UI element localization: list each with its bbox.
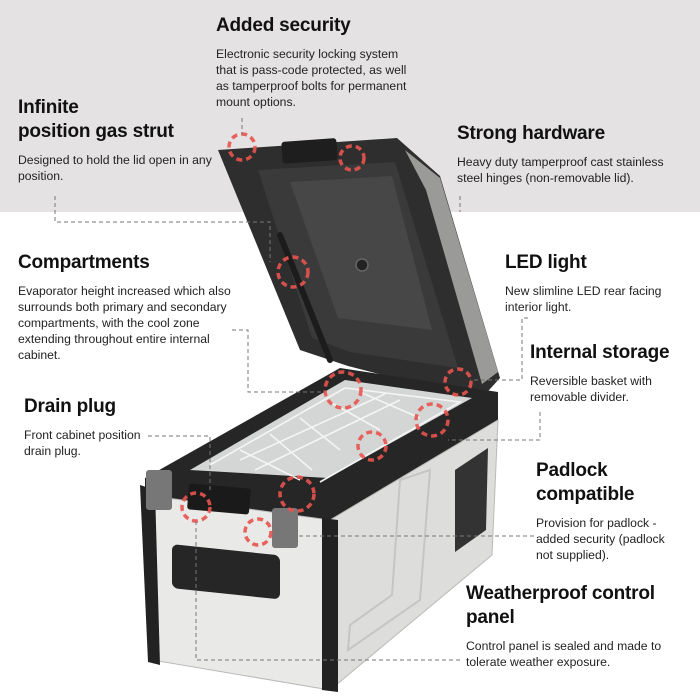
marker-panel [278, 475, 316, 513]
callout-control-panel: Weatherproof control panel Control panel… [466, 582, 696, 670]
marker-basket [356, 430, 388, 462]
marker-led [443, 367, 473, 397]
lid-screw [355, 258, 369, 272]
marker-storage [414, 402, 450, 438]
corner-post-mid [322, 518, 338, 692]
leader-gas-strut [54, 196, 271, 262]
callout-gas-strut: Infinite position gas strut Designed to … [18, 96, 248, 184]
callout-title: Weatherproof control panel [466, 583, 655, 628]
marker-compartments [323, 370, 363, 410]
callout-added-security: Added security Electronic security locki… [216, 14, 446, 110]
callout-desc: Evaporator height increased which also s… [18, 284, 231, 362]
callout-desc: Control panel is sealed and made to tole… [466, 639, 662, 669]
latch-left [146, 470, 172, 510]
callout-title: LED light [505, 252, 587, 273]
leader-drain [148, 435, 211, 492]
callout-title: Internal storage [530, 342, 670, 363]
side-emboss [346, 468, 432, 653]
marker-gas-strut [276, 255, 310, 289]
callout-title: Drain plug [24, 396, 116, 417]
leader-panel [195, 520, 460, 661]
leader-lines [54, 118, 541, 661]
callout-title: Strong hardware [457, 123, 605, 144]
callout-title: Compartments [18, 252, 150, 273]
callout-drain-plug: Drain plug Front cabinet position drain … [24, 395, 174, 459]
callout-desc: Reversible basket with removable divider… [530, 374, 652, 404]
gas-strut [277, 232, 333, 363]
callout-desc: Heavy duty tamperproof cast stainless st… [457, 155, 664, 185]
control-panel [187, 483, 251, 515]
front-handle [172, 544, 280, 599]
callout-internal-storage: Internal storage Reversible basket with … [530, 341, 698, 405]
basket [209, 387, 463, 483]
callout-led-light: LED light New slimline LED rear facing i… [505, 251, 695, 315]
corner-post-left [140, 485, 160, 665]
callout-desc: Provision for padlock - added security (… [536, 516, 665, 562]
latch-right [272, 508, 298, 548]
lid-panel [290, 176, 432, 330]
leader-compartments [232, 329, 325, 393]
callout-title: Infinite position gas strut [18, 97, 174, 142]
callout-title: Added security [216, 15, 351, 36]
lid-side-steel [405, 150, 498, 384]
side-vent [455, 448, 488, 552]
highlight-markers [180, 132, 473, 547]
marker-hinge [338, 144, 366, 172]
callout-title: Padlock compatible [536, 460, 635, 505]
cabinet-interior [190, 380, 472, 478]
callout-desc: Electronic security locking system that … [216, 47, 407, 109]
marker-padlock [243, 517, 273, 547]
callout-compartments: Compartments Evaporator height increased… [18, 251, 254, 363]
callout-desc: Designed to hold the lid open in any pos… [18, 153, 212, 183]
callout-desc: New slimline LED rear facing interior li… [505, 284, 662, 314]
leader-led [470, 317, 528, 381]
callout-desc: Front cabinet position drain plug. [24, 428, 141, 458]
callout-padlock: Padlock compatible Provision for padlock… [536, 459, 698, 563]
callout-strong-hardware: Strong hardware Heavy duty tamperproof c… [457, 122, 697, 186]
lid-handle [281, 138, 338, 164]
leader-storage [448, 412, 541, 441]
